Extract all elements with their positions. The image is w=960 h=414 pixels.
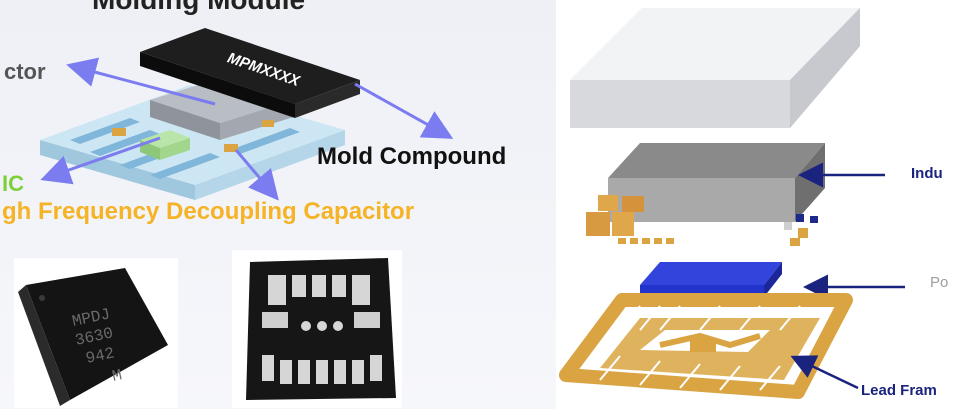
decoupling-capacitors bbox=[112, 120, 274, 152]
chip-marking-line4: M bbox=[111, 366, 124, 386]
hf-decoupling-capacitor-label: gh Frequency Decoupling Capacitor bbox=[2, 198, 415, 225]
arrow-capacitor bbox=[234, 149, 279, 201]
module-title: Molding Module bbox=[92, 0, 305, 16]
power-label-right: Po bbox=[930, 274, 949, 291]
ic-die bbox=[140, 130, 190, 160]
inductor-label-left: ctor bbox=[4, 59, 46, 84]
chip-marking-line3: 942 bbox=[84, 344, 116, 368]
inductor-label-right: Indu bbox=[911, 165, 943, 182]
chip-photo-bottom bbox=[232, 250, 402, 408]
lead-frame-label: Lead Fram bbox=[861, 382, 937, 399]
mold-compound-label: Mold Compound bbox=[317, 143, 507, 170]
arrow-mold-compound bbox=[354, 82, 454, 139]
chip-photo-top: MPDJ 3630 942 M bbox=[14, 258, 178, 408]
passive-components bbox=[586, 195, 818, 246]
top-mold-layer bbox=[570, 8, 860, 128]
ic-label: IC bbox=[2, 171, 24, 196]
power-die-layer bbox=[640, 262, 782, 297]
lead-frame-layer bbox=[559, 293, 853, 399]
arrow-lead-frame bbox=[790, 355, 859, 390]
arrow-inductor bbox=[66, 57, 216, 106]
arrow-ic bbox=[40, 136, 161, 185]
